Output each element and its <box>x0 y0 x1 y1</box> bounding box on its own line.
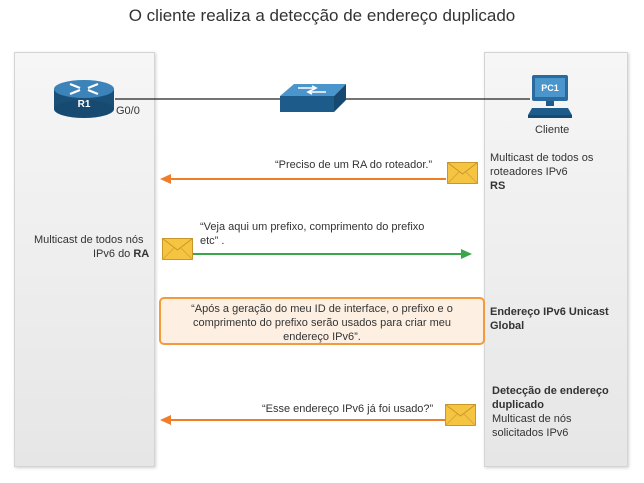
envelope-icon <box>445 404 476 426</box>
pc-caption: Cliente <box>535 124 570 136</box>
router-interface-label: G0/0 <box>116 105 140 117</box>
pc-icon[interactable]: PC1 <box>528 73 574 123</box>
gen-quote-line1: “Após a geração do meu ID de interface, … <box>191 303 453 315</box>
rs-desc-line1: Multicast de todos os <box>490 152 594 164</box>
switch-icon[interactable] <box>278 80 348 116</box>
router-label: R1 <box>78 99 91 110</box>
router-icon[interactable]: R1 <box>51 75 117 119</box>
gen-right-line2: Global <box>490 320 525 332</box>
dad-title-line1: Detecção de endereço <box>492 385 609 397</box>
envelope-icon <box>447 162 478 184</box>
ra-desc-line2: IPv6 do RA <box>93 248 150 260</box>
dad-title-line2: duplicado <box>492 399 544 411</box>
rs-quote: “Preciso de um RA do roteador.” <box>275 159 433 171</box>
rs-desc-line2: roteadores IPv6 <box>490 166 568 178</box>
rs-arrow <box>160 174 446 184</box>
ra-quote-line1: “Veja aqui um prefixo, comprimento do pr… <box>200 221 425 233</box>
client-column <box>484 52 628 467</box>
diagram-title: O cliente realiza a detecção de endereço… <box>128 6 516 25</box>
ra-desc-line1: Multicast de todos nós <box>34 234 144 246</box>
router-column <box>14 52 155 467</box>
gen-right-line1: Endereço IPv6 Unicast <box>490 306 609 318</box>
pc-label: PC1 <box>541 83 559 93</box>
address-generation-note: “Após a geração do meu ID de interface, … <box>159 297 485 345</box>
envelope-icon <box>162 238 193 260</box>
ra-quote-line2: etc” . <box>200 235 225 247</box>
dad-arrow <box>160 415 446 425</box>
dad-quote: “Esse endereço IPv6 já foi usado?” <box>262 403 434 415</box>
gen-quote-line2: comprimento do prefixo serão usados para… <box>192 317 451 329</box>
gen-quote-line3: endereço IPv6”. <box>283 331 361 343</box>
rs-type: RS <box>490 180 506 192</box>
ra-arrow <box>193 249 472 259</box>
ra-type: RA <box>133 248 150 260</box>
dad-desc-line1: Multicast de nós <box>492 413 572 425</box>
dad-desc-line2: solicitados IPv6 <box>492 427 569 439</box>
